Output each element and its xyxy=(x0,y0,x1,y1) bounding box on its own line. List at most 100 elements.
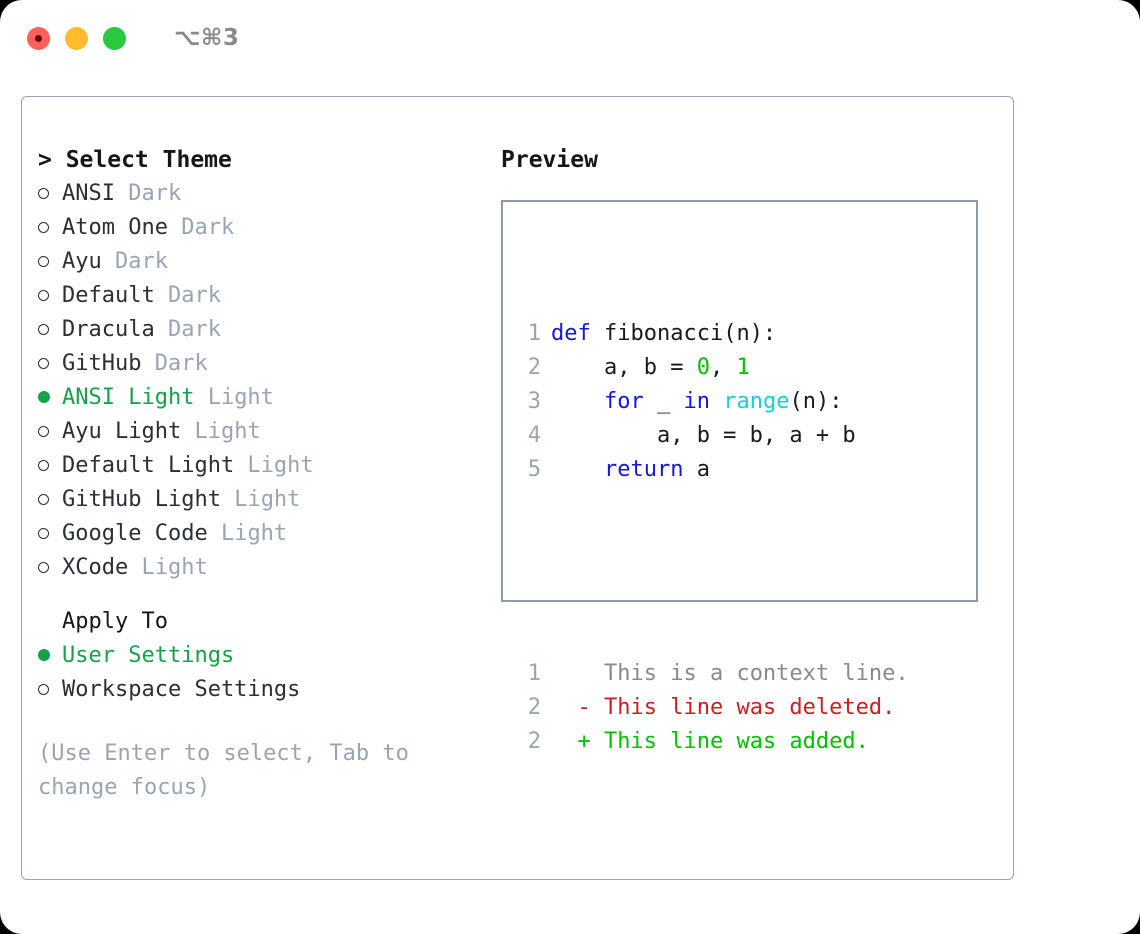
radio-unselected-icon xyxy=(38,222,49,233)
theme-option-ayu-light[interactable]: Ayu Light Light xyxy=(38,415,488,449)
radio-marker[interactable] xyxy=(38,415,62,449)
theme-option-tag: Dark xyxy=(114,181,182,206)
diff-text: This line was added. xyxy=(590,729,869,754)
code-token xyxy=(551,457,604,482)
diff-sign: + xyxy=(551,729,591,754)
theme-option-label: ANSI Light xyxy=(62,385,195,410)
theme-option-label: GitHub xyxy=(62,351,142,376)
radio-marker[interactable] xyxy=(38,177,62,211)
apply-to-option-workspace-settings[interactable]: Workspace Settings xyxy=(38,673,488,707)
code-token: 1 xyxy=(736,355,750,380)
radio-unselected-icon xyxy=(38,290,49,301)
theme-option-label: GitHub Light xyxy=(62,487,221,512)
code-token: 0 xyxy=(696,355,710,380)
code-token xyxy=(710,389,723,414)
theme-option-tag: Light xyxy=(220,487,301,512)
line-number: 2 xyxy=(527,355,541,380)
radio-unselected-icon xyxy=(38,324,49,335)
radio-unselected-icon xyxy=(38,460,49,471)
diff-sign xyxy=(551,661,591,686)
theme-option-tag: Light xyxy=(207,521,288,546)
theme-option-tag: Light xyxy=(128,555,208,580)
theme-option-tag: Light xyxy=(181,419,261,444)
radio-unselected-icon xyxy=(38,494,49,505)
radio-marker[interactable] xyxy=(38,279,62,313)
traffic-light-buttons xyxy=(27,26,126,50)
code-token xyxy=(551,389,604,414)
radio-marker[interactable] xyxy=(38,347,62,381)
code-token: fibonacci(n): xyxy=(590,321,777,346)
theme-option-label: Default xyxy=(62,283,155,308)
theme-option-default[interactable]: Default Dark xyxy=(38,279,488,313)
radio-selected-icon xyxy=(38,649,50,661)
zoom-window-icon[interactable] xyxy=(103,26,126,50)
theme-option-xcode[interactable]: XCode Light xyxy=(38,551,488,585)
apply-to-option-label: User Settings xyxy=(62,643,235,668)
code-token: for xyxy=(603,389,644,414)
theme-option-ansi[interactable]: ANSI Dark xyxy=(38,177,488,211)
code-token: def xyxy=(551,321,591,346)
spacer xyxy=(515,555,909,589)
theme-option-tag: Dark xyxy=(141,351,208,376)
theme-option-label: Ayu Light xyxy=(62,419,182,444)
code-token: in xyxy=(683,389,710,414)
radio-unselected-icon xyxy=(38,684,49,695)
radio-marker[interactable] xyxy=(38,313,62,347)
theme-option-tag: Light xyxy=(194,385,274,410)
code-line: 3 for _ in range(n): xyxy=(515,385,909,419)
radio-marker[interactable] xyxy=(38,245,62,279)
line-number: 2 xyxy=(527,729,541,754)
diff-line: 1 This is a context line. xyxy=(515,657,909,691)
theme-option-label: Atom One xyxy=(62,215,168,240)
theme-option-github[interactable]: GitHub Dark xyxy=(38,347,488,381)
line-number: 1 xyxy=(527,661,541,686)
diff-text: This is a context line. xyxy=(590,661,909,686)
keyboard-shortcut-label: ⌥⌘3 xyxy=(174,25,240,51)
preview-header: Preview xyxy=(501,147,598,173)
keyboard-hint-text: (Use Enter to select, Tab to change focu… xyxy=(38,741,409,800)
theme-option-dracula[interactable]: Dracula Dark xyxy=(38,313,488,347)
radio-marker[interactable] xyxy=(38,551,62,585)
theme-option-tag: Dark xyxy=(101,249,168,274)
line-number: 1 xyxy=(527,321,541,346)
radio-unselected-icon xyxy=(38,426,49,437)
theme-option-label: Default Light xyxy=(62,453,235,478)
theme-option-ayu[interactable]: Ayu Dark xyxy=(38,245,488,279)
diff-sign: - xyxy=(551,695,591,720)
radio-marker[interactable] xyxy=(38,449,62,483)
theme-option-ansi-light[interactable]: ANSI Light Light xyxy=(38,381,488,415)
minimize-window-icon[interactable] xyxy=(65,26,88,50)
radio-marker[interactable] xyxy=(38,381,62,415)
close-window-icon[interactable] xyxy=(27,26,50,50)
theme-option-label: Ayu xyxy=(62,249,102,274)
radio-marker[interactable] xyxy=(38,211,62,245)
radio-unselected-icon xyxy=(38,358,49,369)
radio-marker[interactable] xyxy=(38,517,62,551)
theme-option-tag: Dark xyxy=(154,317,221,342)
theme-option-google-code[interactable]: Google Code Light xyxy=(38,517,488,551)
diff-line: 2 - This line was deleted. xyxy=(515,691,909,725)
apply-to-option-user-settings[interactable]: User Settings xyxy=(38,639,488,673)
line-number: 3 xyxy=(527,389,541,414)
theme-option-atom-one[interactable]: Atom One Dark xyxy=(38,211,488,245)
theme-option-label: Dracula xyxy=(62,317,155,342)
code-token: (n): xyxy=(789,389,843,414)
radio-marker[interactable] xyxy=(38,639,62,673)
radio-marker[interactable] xyxy=(38,483,62,517)
spacer xyxy=(38,707,488,737)
diff-line: 2 + This line was added. xyxy=(515,725,909,759)
theme-option-github-light[interactable]: GitHub Light Light xyxy=(38,483,488,517)
radio-marker[interactable] xyxy=(38,673,62,707)
theme-option-default-light[interactable]: Default Light Light xyxy=(38,449,488,483)
code-token: a, b = xyxy=(551,355,697,380)
radio-unselected-icon xyxy=(38,528,49,539)
diff-sample: 1 This is a context line.2 - This line w… xyxy=(515,657,909,759)
